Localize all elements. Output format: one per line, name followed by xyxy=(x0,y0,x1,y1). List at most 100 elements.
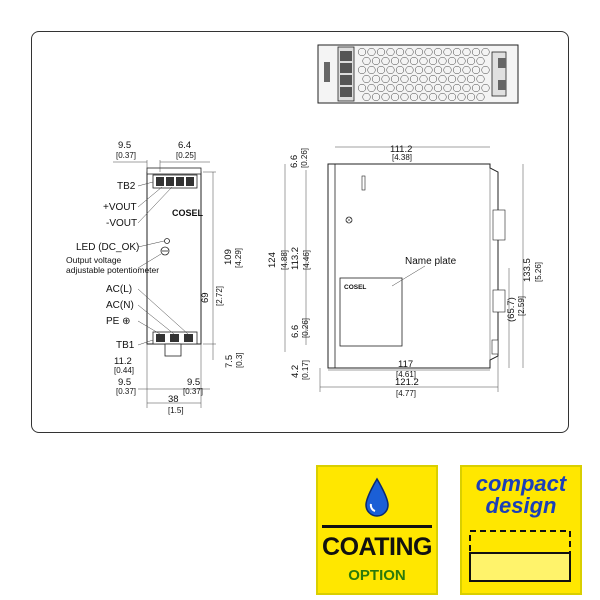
dim-7-5: 7.5 xyxy=(224,355,235,368)
dim-121-2-in: [4.77] xyxy=(396,389,416,398)
vent-hole xyxy=(400,92,409,102)
vent-hole xyxy=(376,47,386,57)
vent-hole xyxy=(476,92,485,102)
coating-option-badge: COATING OPTION xyxy=(316,465,438,595)
vent-hole xyxy=(390,56,400,66)
vent-hole xyxy=(381,92,390,102)
vent-hole xyxy=(371,74,381,84)
vent-hole xyxy=(405,47,414,57)
dim-9-5a: 9.5 xyxy=(118,377,131,388)
vent-hole xyxy=(386,83,395,93)
dim-121-2: 121.2 xyxy=(395,377,419,388)
vent-hole xyxy=(381,56,390,66)
dim-4-2-in: [0.17] xyxy=(301,360,310,380)
dim-133-5-in: [5.26] xyxy=(534,262,543,282)
vent-hole xyxy=(452,47,462,57)
dim-117: 117 xyxy=(398,359,413,370)
compact-title-line2: design xyxy=(485,493,557,518)
vent-hole xyxy=(367,47,376,57)
vent-hole xyxy=(381,74,390,84)
vent-hole xyxy=(424,83,433,93)
label-tb1: TB1 xyxy=(116,340,135,351)
label-led: LED (DC_OK) xyxy=(76,242,139,253)
top-view xyxy=(317,44,519,104)
vent-hole xyxy=(419,56,428,66)
label-tb2: TB2 xyxy=(117,181,136,192)
vent-hole xyxy=(428,74,438,84)
vent-hole xyxy=(433,65,443,75)
vent-hole xyxy=(452,83,462,93)
vent-hole xyxy=(405,65,414,75)
label-nameplate: Name plate xyxy=(405,256,457,267)
dim-top-offset-in: [0.25] xyxy=(176,151,196,160)
vent-hole xyxy=(414,83,424,93)
dim-38: 38 xyxy=(168,394,179,405)
dim-65-7-in: [2.59] xyxy=(517,296,526,316)
dim-11-2-in: [0.44] xyxy=(114,366,134,375)
dim-9-5a-in: [0.37] xyxy=(116,387,136,396)
vent-hole xyxy=(433,83,443,93)
vent-hole xyxy=(471,65,481,75)
coating-title: COATING xyxy=(322,533,432,561)
coating-subtitle: OPTION xyxy=(348,567,406,584)
vent-hole xyxy=(462,83,471,93)
label-pot-line1: Output voltage xyxy=(66,255,122,265)
vent-hole xyxy=(419,74,428,84)
dim-4-2: 4.2 xyxy=(290,365,301,378)
vent-hole xyxy=(386,65,395,75)
dim-113-2-in: [4.46] xyxy=(302,250,311,270)
water-drop-icon xyxy=(365,477,389,517)
vent-hole xyxy=(481,47,490,57)
dim-9-5b-in: [0.37] xyxy=(183,387,203,396)
vent-hole xyxy=(438,56,447,66)
label-ac-l: AC(L) xyxy=(106,284,132,295)
vent-hole xyxy=(471,83,481,93)
vent-hole xyxy=(367,65,376,75)
vent-hole xyxy=(409,56,419,66)
vent-hole xyxy=(481,83,490,93)
vent-hole xyxy=(466,92,476,102)
dim-6-6-bot: 6.6 xyxy=(290,325,301,338)
dim-6-6-top-in: [0.26] xyxy=(300,148,309,168)
vent-hole xyxy=(371,92,381,102)
dim-top-width: 9.5 xyxy=(118,140,131,151)
vent-hole xyxy=(409,92,419,102)
vent-hole xyxy=(424,65,433,75)
vent-hole xyxy=(367,83,376,93)
dim-124-in: [4.88] xyxy=(280,250,289,270)
vent-hole xyxy=(386,47,395,57)
vent-hole xyxy=(400,56,409,66)
vent-hole xyxy=(395,47,405,57)
dim-111-2-in: [4.38] xyxy=(392,153,412,162)
vent-hole xyxy=(419,92,428,102)
vent-hole xyxy=(476,74,485,84)
dim-11-2: 11.2 xyxy=(114,356,132,367)
vent-hole xyxy=(371,56,381,66)
label-pot-line2: adjustable potentiometer xyxy=(66,265,159,275)
vent-hole xyxy=(390,74,400,84)
compact-title-line1: compact xyxy=(475,471,567,496)
vent-hole xyxy=(443,83,452,93)
front-logo: COSEL xyxy=(172,208,204,218)
vent-hole xyxy=(443,65,452,75)
dim-7-5-in: [0.3] xyxy=(235,352,244,368)
vent-hole xyxy=(414,65,424,75)
vent-hole xyxy=(376,83,386,93)
vent-hole xyxy=(462,65,471,75)
vent-hole xyxy=(428,92,438,102)
vent-hole xyxy=(466,74,476,84)
label-vout-pos: +VOUT xyxy=(103,202,137,213)
vent-hole xyxy=(476,56,485,66)
vent-hole xyxy=(409,74,419,84)
dim-9-5b: 9.5 xyxy=(187,377,200,388)
vent-hole xyxy=(433,47,443,57)
vent-hole xyxy=(395,65,405,75)
dim-69: 69 xyxy=(200,292,211,303)
dim-113-2: 113.2 xyxy=(290,247,301,270)
dim-117-in: [4.61] xyxy=(396,370,416,379)
dim-124: 124 xyxy=(267,252,278,268)
vent-hole xyxy=(414,47,424,57)
dim-109: 109 xyxy=(223,249,234,265)
vent-hole xyxy=(362,74,371,84)
coating-divider xyxy=(322,525,432,528)
